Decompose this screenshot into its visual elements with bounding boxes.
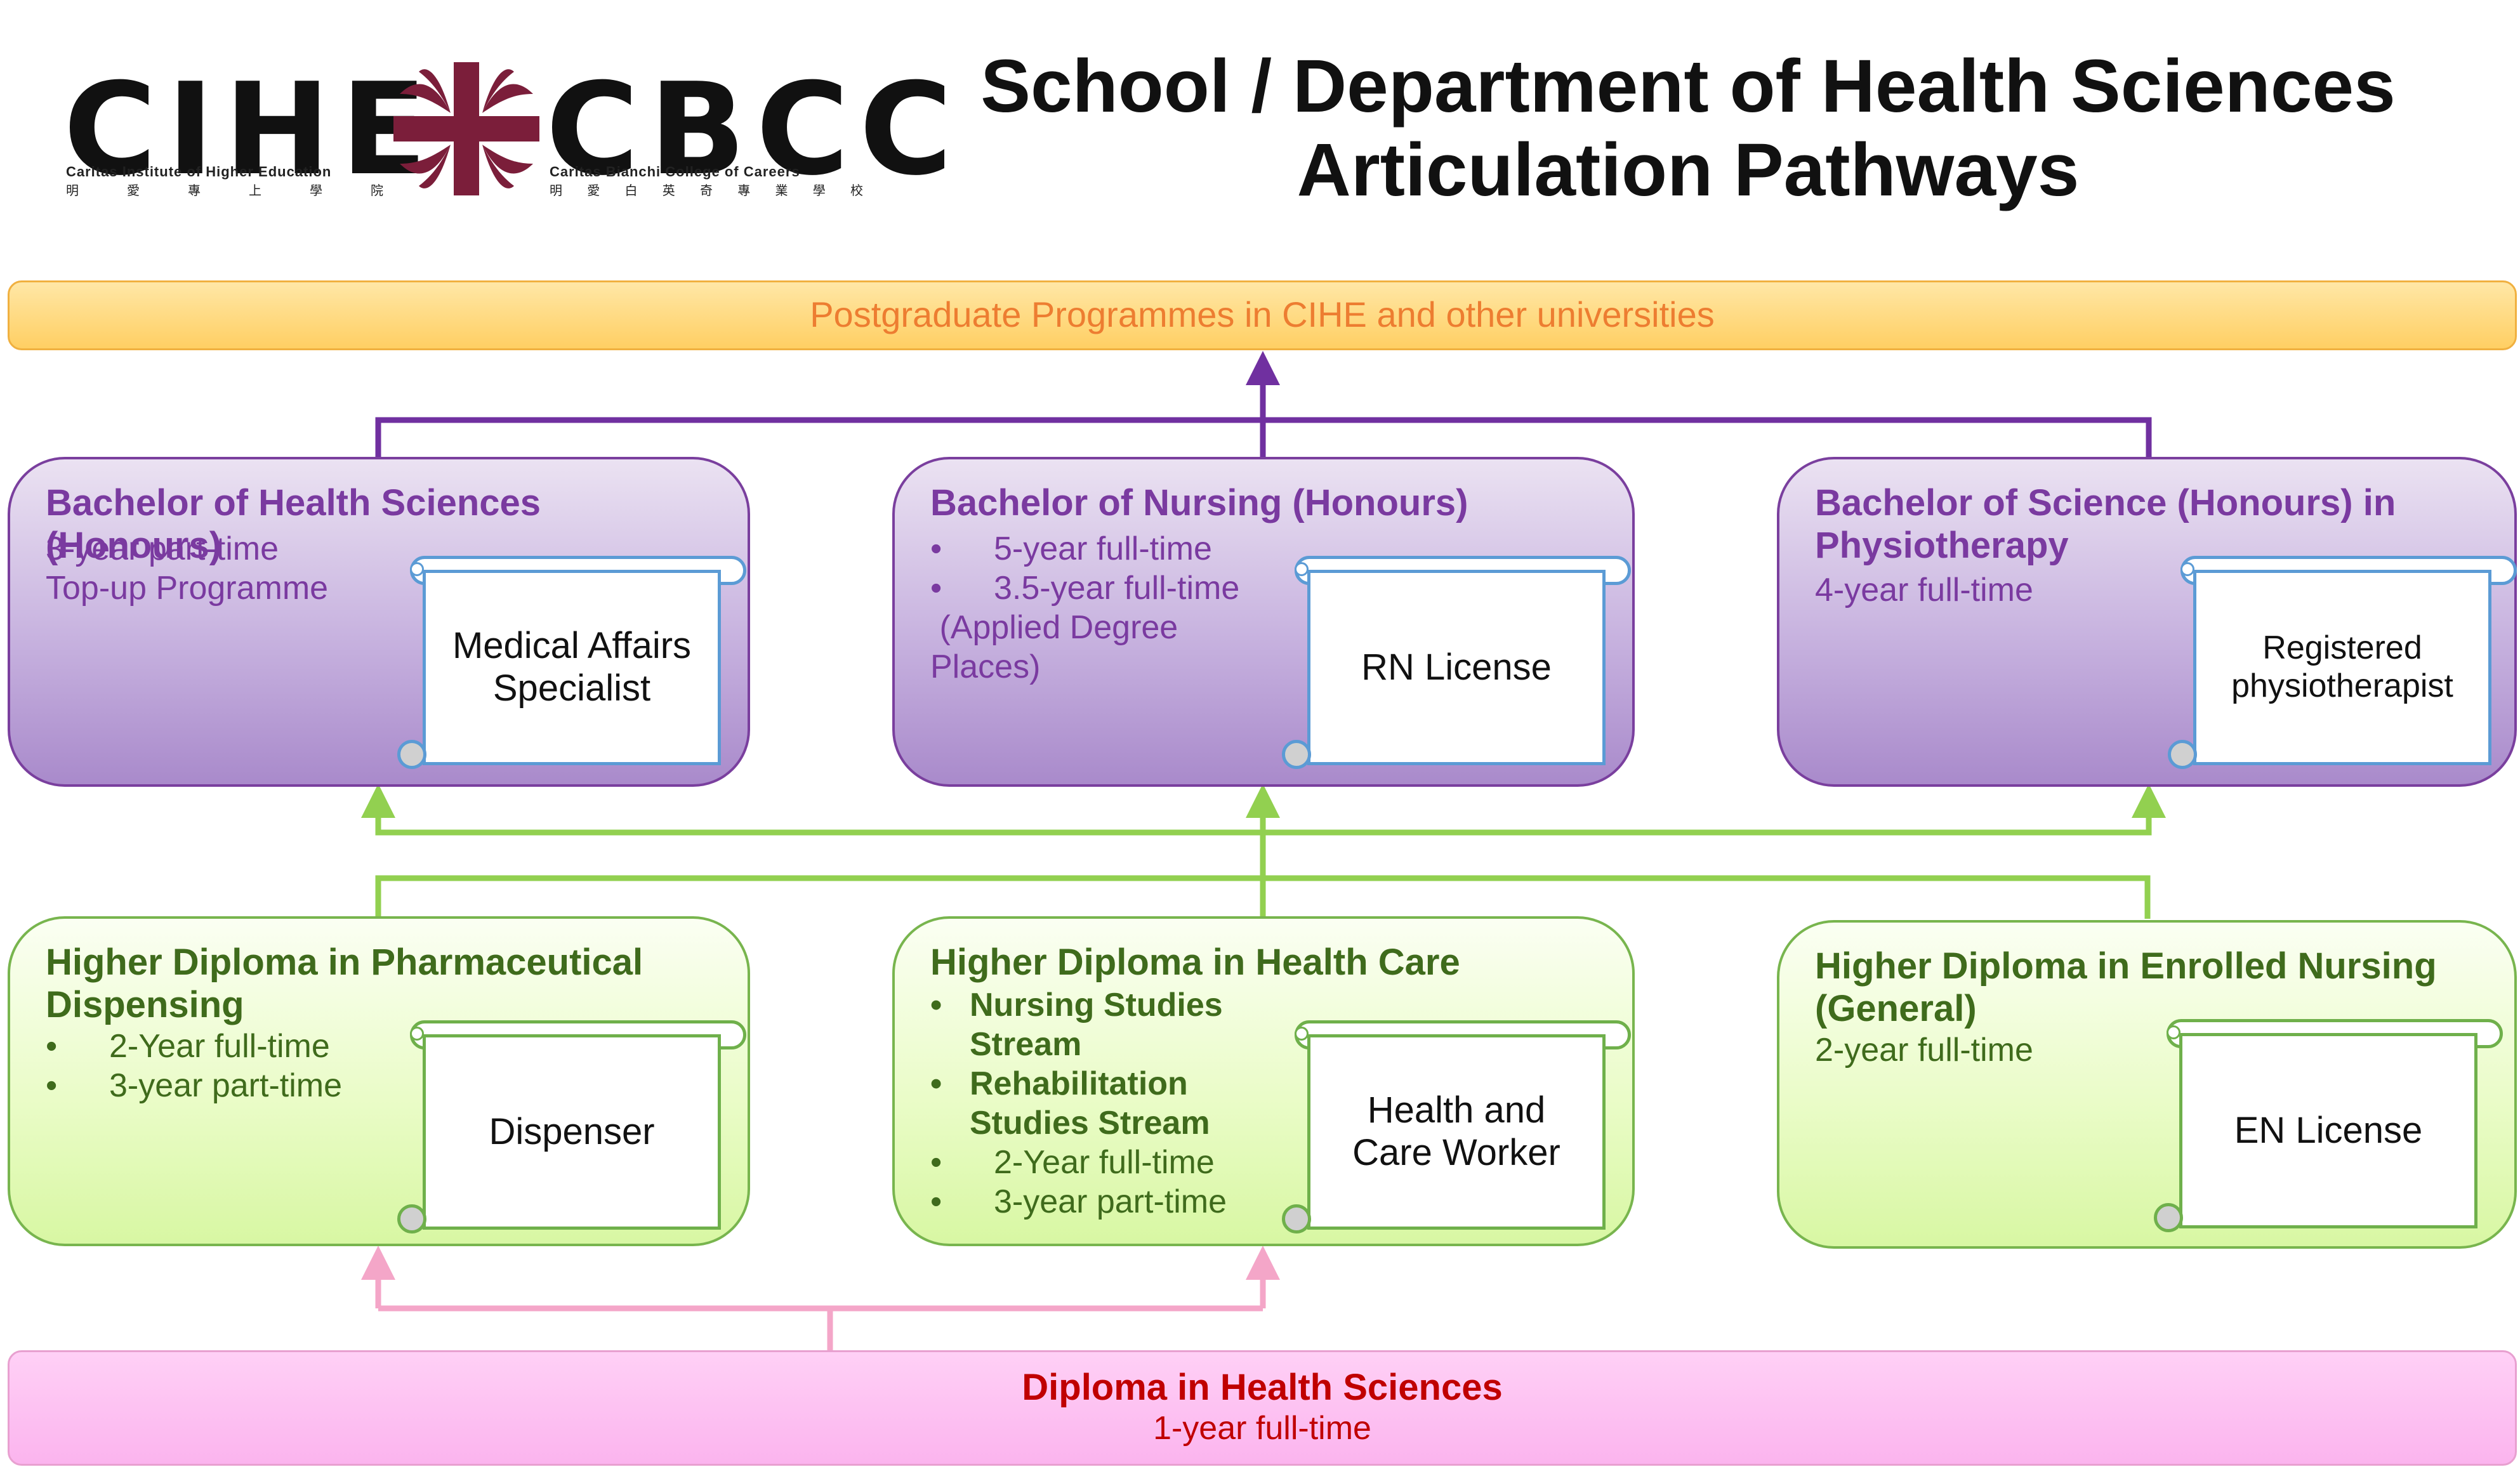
- outcome-label: EN License: [2179, 1033, 2477, 1228]
- hd-pharmaceutical-box: Higher Diploma in Pharmaceutical Dispens…: [8, 916, 750, 1246]
- hd-enrolled-nursing-box: Higher Diploma in Enrolled Nursing (Gene…: [1777, 920, 2517, 1249]
- outcome-scroll: Dispenser: [397, 1020, 746, 1233]
- outcome-label: Medical Affairs Specialist: [423, 570, 721, 765]
- title-line-2: Articulation Pathways: [1296, 128, 2080, 213]
- outcome-label: Registered physiotherapist: [2193, 570, 2491, 765]
- programme-details: 3-year part-time Top-up Programme: [46, 530, 329, 607]
- programme-details: 2-year full-time: [1815, 1032, 2033, 1069]
- diploma-band: Diploma in Health Sciences 1-year full-t…: [8, 1350, 2517, 1466]
- cihe-logo-subtitle: Caritas Institute of Higher Education: [66, 164, 332, 180]
- cbcc-logo-subtitle: Caritas Bianchi College of Careers: [550, 164, 800, 180]
- title-line-1: School / Department of Health Sciences: [980, 44, 2396, 128]
- programme-title: Bachelor of Science (Honours) in Physiot…: [1815, 482, 2396, 566]
- programme-details: •Nursing Studies Stream •Rehabilitation …: [930, 987, 1227, 1220]
- programme-title: Higher Diploma in Pharmaceutical Dispens…: [46, 942, 643, 1025]
- programme-details: 4-year full-time: [1815, 572, 2033, 609]
- cihe-logo-word: CIHE: [63, 56, 438, 204]
- outcome-label: RN License: [1307, 570, 1606, 765]
- cbcc-logo-word: CBCC: [546, 56, 963, 204]
- outcome-label: Dispenser: [423, 1034, 721, 1230]
- bachelor-health-sciences-box: Bachelor of Health Sciences (Honours) 3-…: [8, 457, 750, 787]
- postgraduate-label: Postgraduate Programmes in CIHE and othe…: [810, 294, 1715, 334]
- programme-title: Bachelor of Nursing (Honours): [930, 482, 1468, 523]
- outcome-label: Health and Care Worker: [1307, 1034, 1606, 1230]
- hd-health-care-box: Higher Diploma in Health Care •Nursing S…: [892, 916, 1635, 1246]
- bachelor-nursing-box: Bachelor of Nursing (Honours) •5-year fu…: [892, 457, 1635, 787]
- caritas-cross-icon: [393, 62, 539, 195]
- programme-details: •5-year full-time •3.5-year full-time (A…: [930, 530, 1240, 685]
- bachelor-physiotherapy-box: Bachelor of Science (Honours) in Physiot…: [1777, 457, 2517, 787]
- outcome-scroll: Registered physiotherapist: [2168, 556, 2517, 769]
- postgraduate-band: Postgraduate Programmes in CIHE and othe…: [8, 280, 2517, 350]
- outcome-scroll: Health and Care Worker: [1282, 1020, 1631, 1233]
- outcome-scroll: Medical Affairs Specialist: [397, 556, 746, 769]
- page-title: School / Department of Health Sciences A…: [927, 44, 2450, 212]
- programme-details: •2-Year full-time •3-year part-time: [46, 1028, 342, 1104]
- outcome-scroll: RN License: [1282, 556, 1631, 769]
- outcome-scroll: EN License: [2154, 1019, 2503, 1232]
- programme-title: Higher Diploma in Enrolled Nursing (Gene…: [1815, 945, 2437, 1029]
- diploma-subtitle: 1-year full-time: [1153, 1410, 1371, 1447]
- diploma-title: Diploma in Health Sciences: [1022, 1367, 1503, 1408]
- programme-title: Bachelor of Health Sciences (Honours): [46, 482, 541, 566]
- programme-title: Higher Diploma in Health Care: [930, 942, 1460, 983]
- cbcc-logo-chinese: 明愛白英奇專業學校: [550, 184, 863, 198]
- cihe-logo-chinese: 明愛專上學院: [66, 184, 383, 198]
